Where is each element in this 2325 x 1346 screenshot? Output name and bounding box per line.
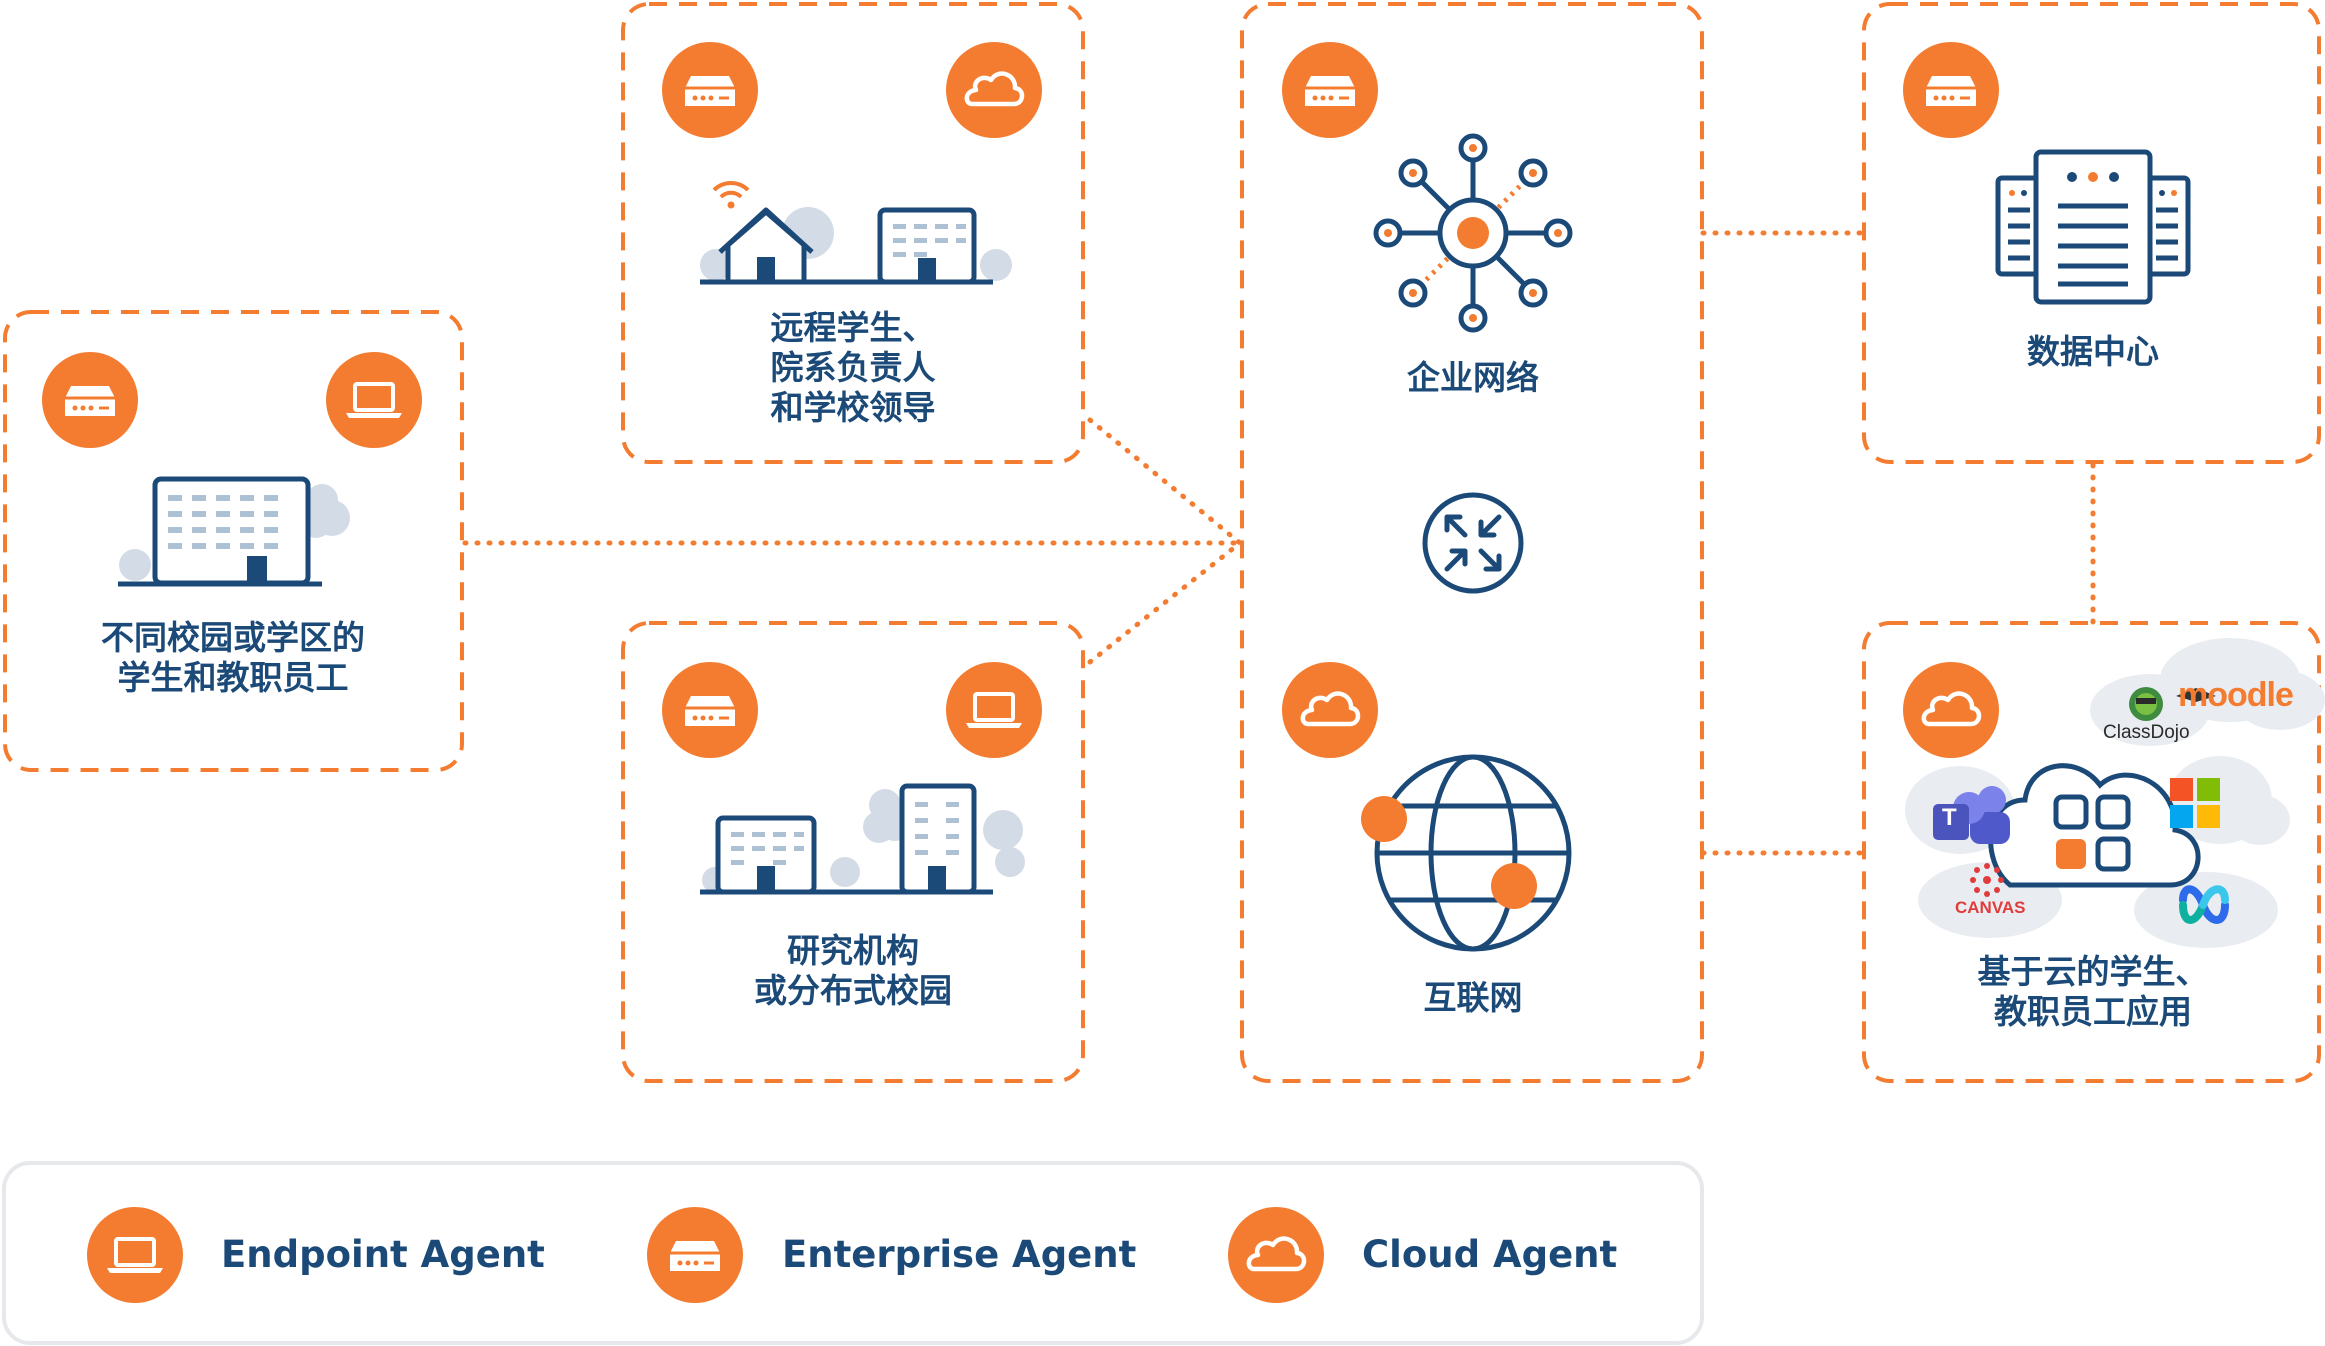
enterprise-agent-icon xyxy=(1901,40,2001,140)
cloud-apps-label: 基于云的学生、 教职员工应用 xyxy=(1978,952,2209,1032)
cloud-apps-label-line2: 教职员工应用 xyxy=(1994,992,2192,1031)
research-label-line1: 研究机构 xyxy=(787,931,919,970)
campus-box xyxy=(3,310,464,772)
datacenter-label: 数据中心 xyxy=(2027,332,2159,371)
remote-label: 远程学生、 院系负责人 和学校领导 xyxy=(771,308,936,428)
network-hub-icon xyxy=(1373,133,1573,333)
campus-label: 不同校园或学区的 学生和教职员工 xyxy=(101,618,365,698)
legend-cloud-label: Cloud Agent xyxy=(1362,1233,1618,1276)
endpoint-agent-icon xyxy=(324,350,424,450)
research-label-line2: 或分布式校园 xyxy=(754,971,952,1010)
central-app-cloud-icon xyxy=(1988,763,2201,888)
canvas-logo-icon xyxy=(1970,863,2004,897)
classdojo-logo-icon xyxy=(2129,687,2163,721)
enterprise-agent-icon xyxy=(40,350,140,450)
legend-enterprise-icon xyxy=(645,1205,745,1305)
webex-logo-icon xyxy=(2179,885,2229,924)
legend-cloud-icon xyxy=(1228,1207,1324,1303)
cloud-agent-icon xyxy=(1282,662,1378,758)
legend-endpoint-icon xyxy=(85,1205,185,1305)
cloud-agent-icon xyxy=(1903,662,1999,758)
endpoint-agent-icon xyxy=(944,660,1044,760)
enterprise-network-label: 企业网络 xyxy=(1407,358,1539,397)
campus-label-line2: 学生和教职员工 xyxy=(117,658,349,697)
remote-box xyxy=(621,2,1085,464)
research-label: 研究机构 或分布式校园 xyxy=(754,931,952,1011)
teams-logo-icon xyxy=(1933,786,2010,844)
router-icon xyxy=(1422,492,1524,594)
datacenter-box xyxy=(1862,2,2321,464)
cloud-agent-icon xyxy=(946,42,1042,138)
canvas-logo-text: CANVAS xyxy=(1955,898,2026,917)
enterprise-agent-icon xyxy=(660,660,760,760)
research-buildings-icon xyxy=(700,783,1025,895)
remote-label-line3: 和学校领导 xyxy=(770,388,936,427)
legend-enterprise-label: Enterprise Agent xyxy=(782,1233,1137,1276)
classdojo-logo-text: ClassDojo xyxy=(2103,722,2190,743)
enterprise-agent-icon xyxy=(1280,40,1380,140)
research-box xyxy=(621,621,1085,1083)
network-box xyxy=(1240,2,1704,1083)
internet-label: 互联网 xyxy=(1423,978,1523,1017)
server-rack-icon xyxy=(1995,149,2191,305)
enterprise-agent-icon xyxy=(660,40,760,140)
cloud-apps-label-line1: 基于云的学生、 xyxy=(1977,952,2209,991)
home-and-office-icon xyxy=(700,180,1012,285)
campus-label-line1: 不同校园或学区的 xyxy=(101,618,365,657)
teams-logo-text: T xyxy=(1942,804,1957,831)
campus-building-icon xyxy=(118,476,350,587)
cloud-apps-box xyxy=(1862,621,2321,1083)
legend-endpoint-label: Endpoint Agent xyxy=(221,1233,545,1276)
remote-label-line2: 院系负责人 xyxy=(770,348,936,387)
globe-icon xyxy=(1374,754,1572,952)
microsoft-logo-icon xyxy=(2170,778,2220,828)
remote-label-line1: 远程学生、 xyxy=(770,308,936,347)
moodle-logo-text: moodle xyxy=(2178,676,2294,714)
